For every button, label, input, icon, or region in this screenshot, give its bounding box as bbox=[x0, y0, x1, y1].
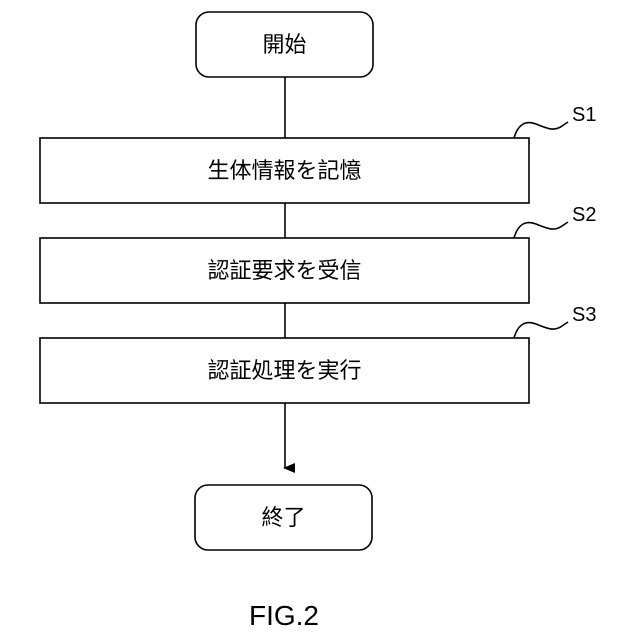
step-id-s3: S3 bbox=[572, 304, 596, 326]
process-step-s2: 認証要求を受信 bbox=[40, 238, 529, 303]
step-id-s2: S2 bbox=[572, 204, 596, 226]
start-node-label: 開始 bbox=[262, 33, 306, 58]
process-step-s3: 認証処理を実行 bbox=[40, 338, 529, 403]
end-node-label: 終了 bbox=[261, 506, 305, 531]
process-step-s1-label: 生体情報を記憶 bbox=[207, 159, 361, 184]
process-step-s2-label: 認証要求を受信 bbox=[207, 259, 361, 284]
step-leader-s3 bbox=[514, 322, 568, 338]
process-step-s1: 生体情報を記憶 bbox=[40, 138, 529, 203]
step-id-s1: S1 bbox=[572, 104, 596, 126]
step-leader-s2 bbox=[514, 222, 568, 238]
step-leader-s1 bbox=[514, 122, 568, 138]
figure-caption: FIG.2 bbox=[249, 600, 319, 631]
process-step-s3-label: 認証処理を実行 bbox=[207, 359, 361, 384]
end-node: 終了 bbox=[195, 485, 372, 550]
start-node: 開始 bbox=[196, 12, 373, 77]
